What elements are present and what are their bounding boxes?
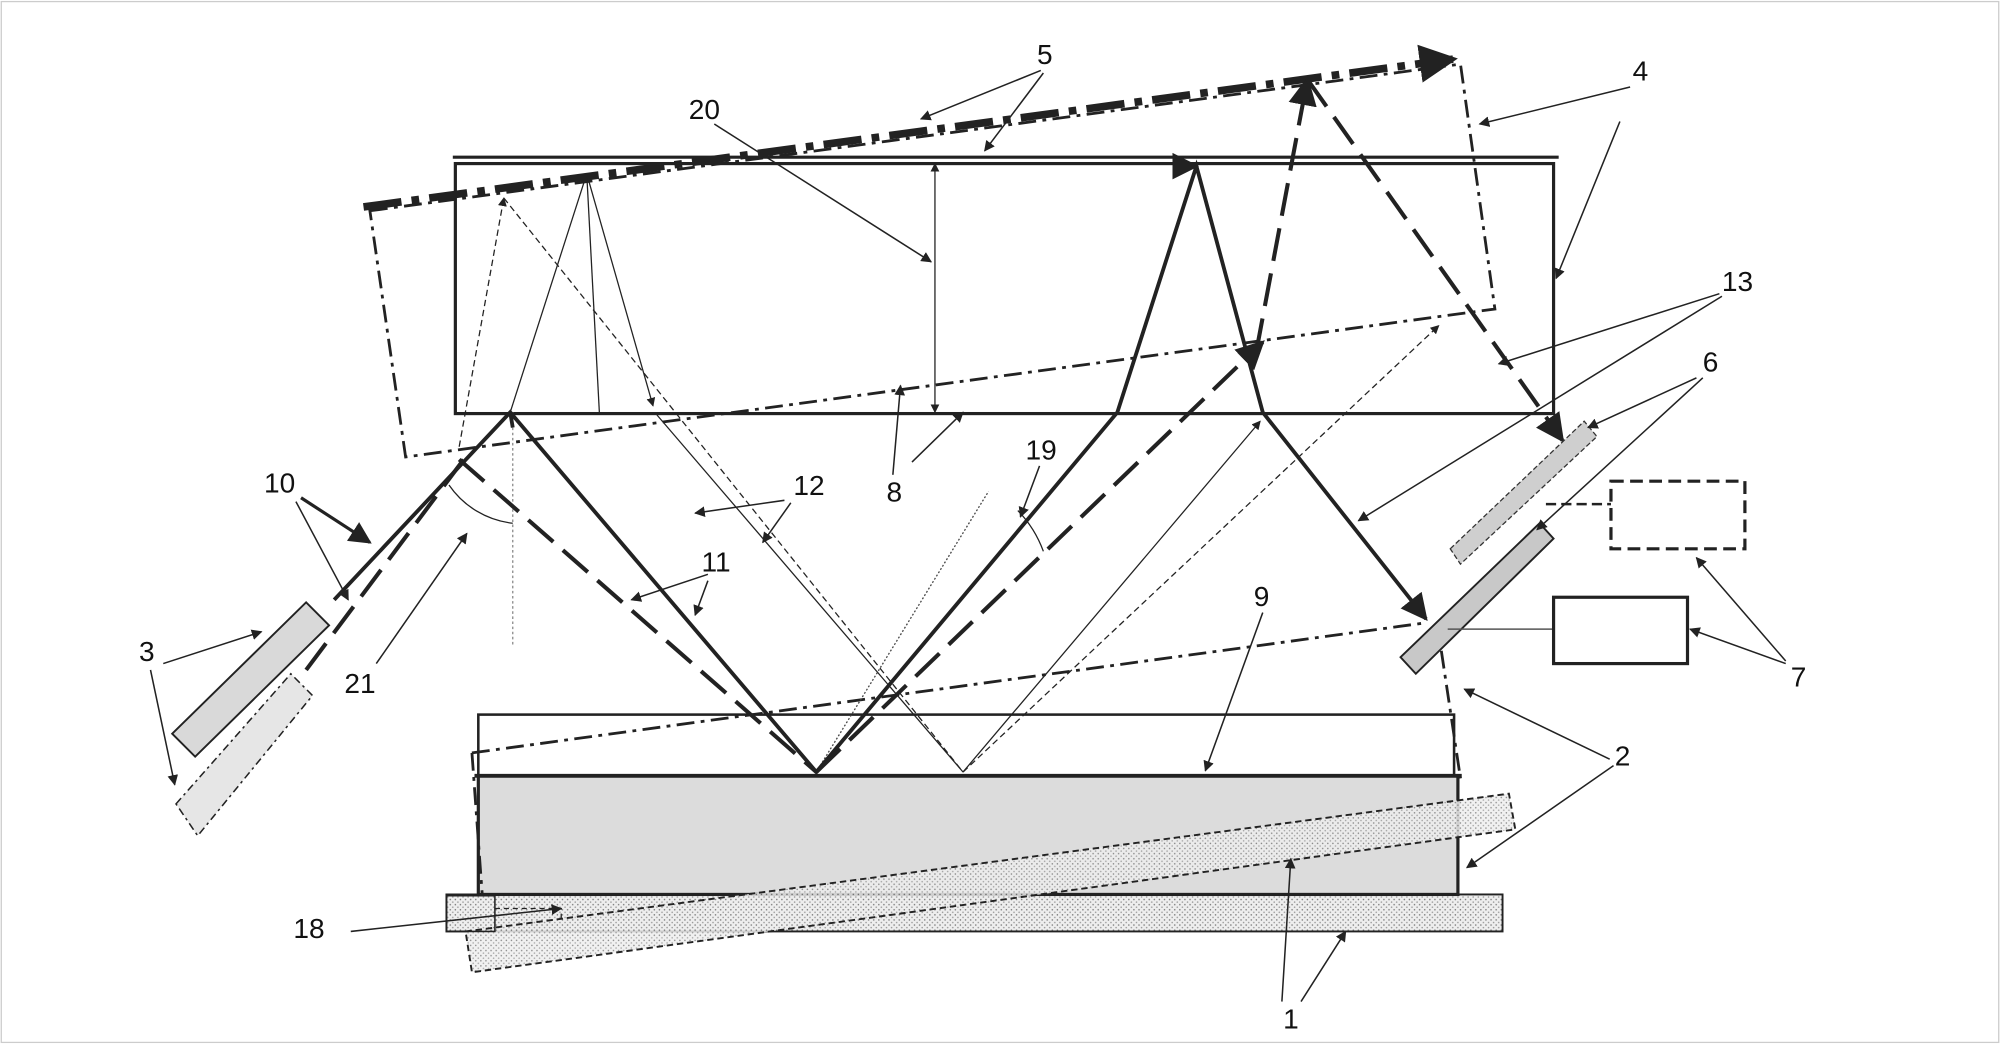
- label-5: 5: [1037, 39, 1053, 70]
- detector-6: [1399, 420, 1598, 676]
- label-4: 4: [1633, 56, 1649, 87]
- light-source-3: [170, 601, 331, 838]
- reference-labels: 1 2 3 4 5 6 7 8 9 10 11 12 13 18 19 20 2…: [139, 39, 1806, 1034]
- label-7: 7: [1791, 662, 1807, 693]
- label-10: 10: [264, 468, 295, 499]
- label-19: 19: [1026, 434, 1057, 465]
- unit-7-alt: [1609, 479, 1747, 551]
- sample-layer: [477, 713, 1456, 778]
- label-13: 13: [1722, 266, 1753, 297]
- label-18: 18: [293, 913, 324, 944]
- label-12: 12: [793, 470, 824, 501]
- unit-7: [1551, 595, 1690, 666]
- tilted-beam-5: [363, 44, 1458, 211]
- label-8: 8: [886, 477, 902, 508]
- top-plate: [452, 155, 1559, 416]
- label-6: 6: [1703, 346, 1719, 377]
- tilted-frame-4: [368, 62, 1497, 459]
- label-2: 2: [1615, 741, 1631, 772]
- label-9: 9: [1254, 581, 1270, 612]
- label-21: 21: [344, 668, 375, 699]
- label-20: 20: [689, 94, 720, 125]
- tilted-plate: [464, 792, 1517, 974]
- leader-lines: [149, 69, 1787, 1003]
- angle-arc-21: [448, 484, 513, 524]
- label-3: 3: [139, 636, 155, 667]
- label-1: 1: [1283, 1003, 1299, 1034]
- substrate-assembly: [445, 713, 1517, 974]
- label-11: 11: [702, 547, 731, 578]
- beam-paths: [304, 76, 1565, 775]
- element-18: [445, 894, 496, 933]
- construction-lines: [448, 162, 1440, 773]
- tilted-reference-line: [471, 621, 1427, 755]
